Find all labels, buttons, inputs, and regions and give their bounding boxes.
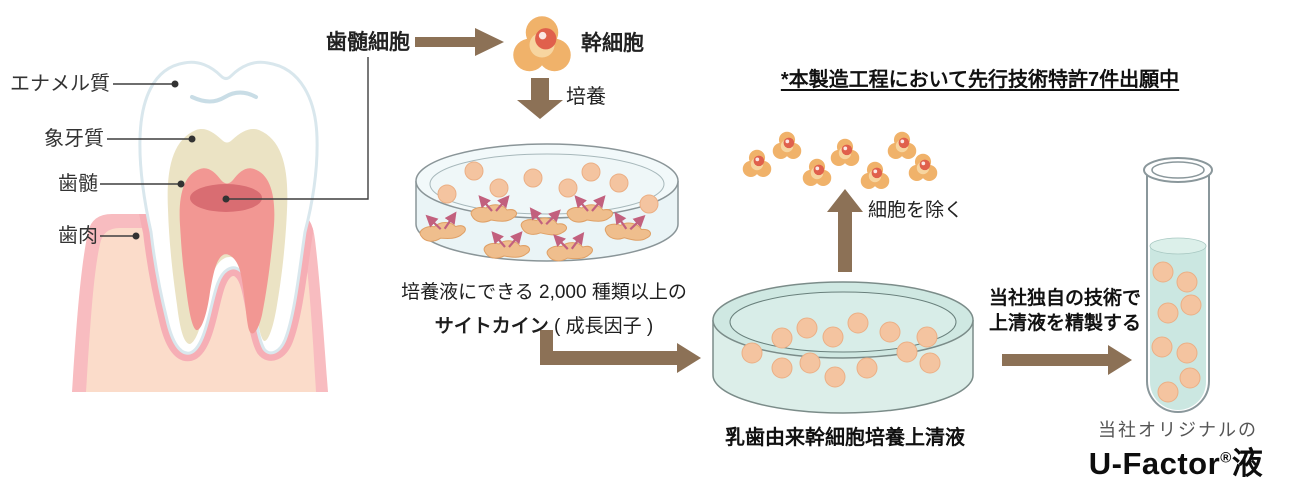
label-dentin: 象牙質 xyxy=(44,128,104,150)
refine-line1: 当社独自の技術で xyxy=(988,288,1141,309)
tube-rim-inner xyxy=(1151,161,1205,179)
cells-dish2 xyxy=(741,312,941,388)
crown-wave-line xyxy=(190,90,258,104)
floating-cells-dish1 xyxy=(437,161,659,214)
label-gum: 歯肉 xyxy=(58,225,98,247)
dish1-caption-cytokine: サイトカイン xyxy=(434,316,549,337)
cells-tube xyxy=(1151,261,1202,403)
refine-note: 当社独自の技術で 上清液を精製する xyxy=(976,286,1154,336)
label-enamel: エナメル質 xyxy=(10,73,110,95)
product-prefix: 当社オリジナルの xyxy=(1098,420,1258,440)
stem-cell-icon xyxy=(513,16,571,72)
product-name-suffix: 液 xyxy=(1231,446,1264,481)
label-pulp-cells: 歯髄細胞 xyxy=(326,31,410,54)
arrow-up-remove-cells xyxy=(827,189,863,272)
arrow-right-purify xyxy=(1002,345,1132,375)
product-name-latin: U-Factor xyxy=(1088,446,1221,481)
dish1-caption-growth-factor: ( 成長因子 ) xyxy=(548,316,654,337)
registered-mark: ® xyxy=(1220,449,1232,467)
label-remove-cells: 細胞を除く xyxy=(868,200,964,221)
dish1-caption-line2: サイトカイン ( 成長因子 ) xyxy=(384,311,704,338)
dish2-label: 乳歯由来幹細胞培養上清液 xyxy=(725,427,965,449)
petri-dish-supernatant xyxy=(712,281,974,414)
tooth-illustration xyxy=(72,57,369,392)
leader-lines xyxy=(100,57,369,237)
removed-stem-cells xyxy=(742,131,938,190)
arrow-right-pulpcells-to-stemcell xyxy=(415,28,504,56)
arrow-elbow-to-dish2 xyxy=(540,330,701,373)
test-tube xyxy=(1143,157,1213,413)
patent-note: *本製造工程において先行技術特許7件出願中 xyxy=(780,69,1180,91)
tooth-pulp xyxy=(179,168,275,334)
arrow-down-culture xyxy=(517,78,563,119)
product-name: U-Factor®液 xyxy=(1056,438,1292,483)
process-arrows xyxy=(415,28,1132,375)
label-culture: 培養 xyxy=(566,86,606,108)
petri-dish-culture xyxy=(415,143,679,262)
dish1-caption: 培養液にできる 2,000 種類以上の サイトカイン ( 成長因子 ) xyxy=(384,277,704,338)
label-stem-cell: 幹細胞 xyxy=(581,32,644,55)
leader-dots xyxy=(132,80,230,240)
label-pulp: 歯髄 xyxy=(58,173,98,195)
refine-line2: 上清液を精製する xyxy=(988,313,1141,335)
dish1-caption-line1: 培養液にできる 2,000 種類以上の xyxy=(401,282,687,303)
